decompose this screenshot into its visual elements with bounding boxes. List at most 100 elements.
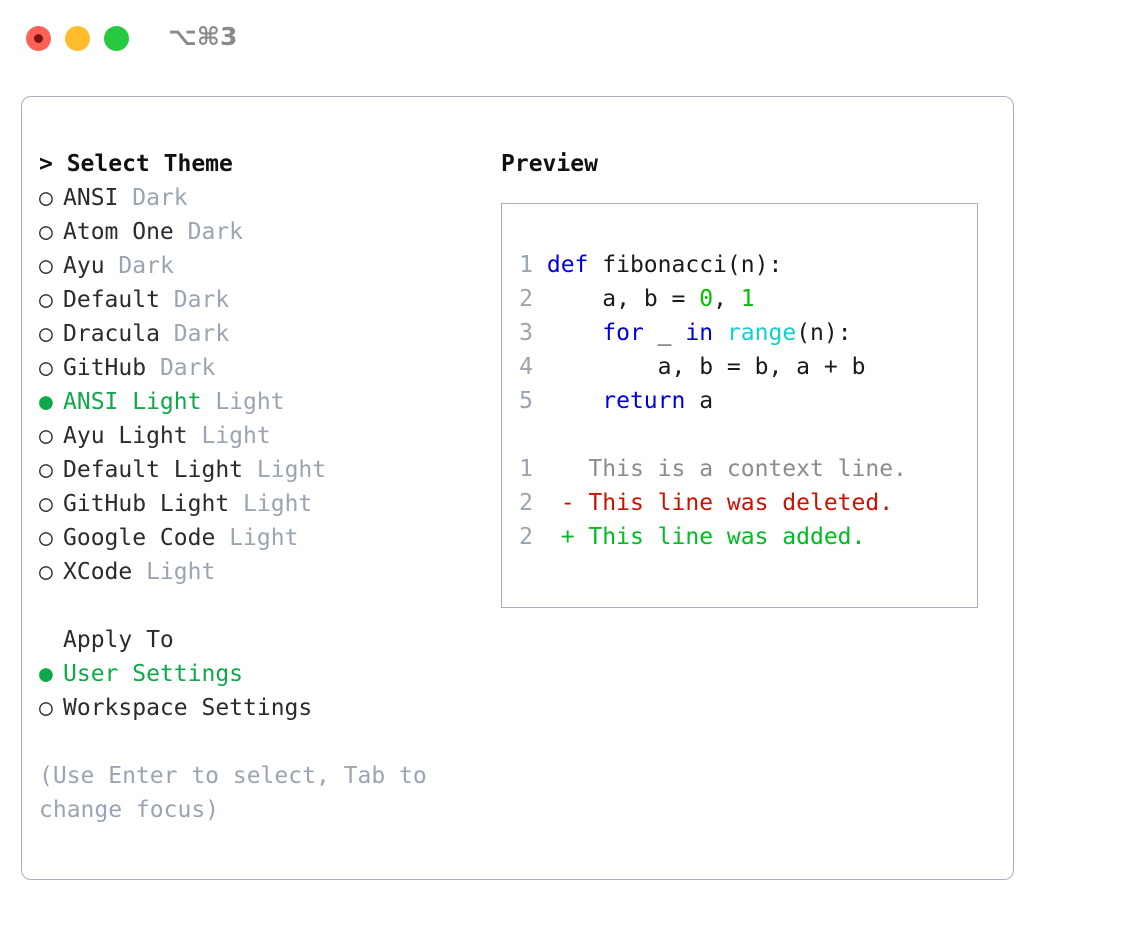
code-token: , (616, 286, 644, 312)
code-token: n (740, 252, 755, 278)
radio-unselected-icon: ○ (39, 423, 53, 449)
code-token (672, 320, 686, 346)
preview-column: Preview 1 def fibonacci(n):2 a, b = 0, 1… (501, 147, 996, 608)
keyboard-shortcut-label: ⌥⌘3 (168, 22, 238, 51)
code-token (713, 320, 727, 346)
theme-option-label: Google Code (63, 525, 216, 551)
code-line: 1 def fibonacci(n): (519, 248, 907, 282)
theme-option-label: XCode (63, 559, 133, 585)
radio-unselected-icon: ○ (39, 457, 53, 483)
theme-options-list: ○ANSI Dark○Atom One Dark○Ayu Dark○Defaul… (39, 181, 489, 589)
theme-option-google-code[interactable]: ○ Google Code Light (39, 521, 489, 555)
theme-option-variant: Dark (159, 355, 216, 381)
diff-line-added: 2 + This line was added. (519, 520, 907, 554)
spacer (39, 589, 489, 623)
code-token: , (768, 354, 797, 380)
code-token: for (602, 320, 644, 346)
theme-option-ansi-light[interactable]: ●ANSI Light Light (39, 385, 489, 419)
theme-option-variant: Light (229, 525, 299, 551)
radio-unselected-icon: ○ (39, 559, 53, 585)
theme-option-variant: Light (146, 559, 216, 585)
theme-option-variant: Light (201, 423, 271, 449)
radio-unselected-icon: ○ (39, 355, 53, 381)
theme-picker-card: > Select Theme ○ANSI Dark○Atom One Dark○… (21, 96, 1014, 880)
theme-list-column: > Select Theme ○ANSI Dark○Atom One Dark○… (39, 147, 489, 827)
line-number: 5 (519, 388, 533, 414)
theme-option-github-light[interactable]: ○GitHub Light Light (39, 487, 489, 521)
diff-text: This line was added. (588, 524, 866, 550)
maximize-button[interactable] (104, 26, 129, 51)
line-number: 3 (519, 320, 533, 346)
code-token: a (796, 354, 811, 380)
code-token: ): (754, 252, 783, 278)
theme-option-github[interactable]: ○ GitHub Dark (39, 351, 489, 385)
apply-to-option-workspace-settings[interactable]: ○ Workspace Settings (39, 691, 489, 725)
radio-unselected-icon: ○ (39, 321, 53, 347)
theme-option-ayu[interactable]: ○ Ayu Dark (39, 249, 489, 283)
theme-option-ayu-light[interactable]: ○Ayu Light Light (39, 419, 489, 453)
radio-unselected-icon: ○ (39, 525, 53, 551)
code-token (547, 354, 658, 380)
code-token: b (754, 354, 769, 380)
theme-option-label: ANSI (63, 185, 119, 211)
code-token: b (643, 286, 658, 312)
code-token: return (602, 388, 686, 414)
theme-option-default-light[interactable]: ○Default Light Light (39, 453, 489, 487)
code-token (547, 388, 602, 414)
code-token: , (713, 286, 741, 312)
diff-marker: + (560, 524, 575, 550)
theme-option-label: Default Light (63, 457, 244, 483)
line-number: 1 (519, 456, 533, 482)
apply-to-option-user-settings[interactable]: ●User Settings (39, 657, 489, 691)
apply-to-option-label: User Settings (63, 661, 244, 687)
theme-option-label: GitHub (63, 355, 147, 381)
code-token: , (671, 354, 700, 380)
theme-option-label: Dracula (63, 321, 160, 347)
page-title: > Select Theme (39, 151, 233, 177)
theme-option-label: Ayu (63, 253, 105, 279)
close-button[interactable] (26, 26, 51, 51)
code-token: range (726, 320, 797, 346)
theme-option-label: GitHub Light (63, 491, 230, 517)
code-token: = (657, 286, 700, 312)
code-line: 3 for _ in range(n): (519, 316, 907, 350)
preview-title: Preview (501, 151, 598, 177)
code-token: def (546, 252, 589, 278)
radio-unselected-icon: ○ (39, 253, 53, 279)
radio-unselected-icon: ○ (39, 695, 53, 721)
theme-option-default[interactable]: ○Default Dark (39, 283, 489, 317)
diff-text: This is a context line. (588, 456, 907, 482)
diff-line-deleted: 2 - This line was deleted. (519, 486, 907, 520)
code-token: ( (796, 320, 811, 346)
radio-unselected-icon: ○ (39, 185, 53, 211)
line-number: 1 (519, 252, 533, 278)
theme-option-label: Atom One (63, 219, 174, 245)
code-token (685, 388, 699, 414)
theme-option-variant: Dark (118, 253, 174, 279)
code-token: _ (657, 320, 672, 346)
theme-option-variant: Dark (173, 287, 230, 313)
apply-to-label: Apply To (63, 627, 174, 653)
theme-option-variant: Light (243, 491, 313, 517)
code-blank-line (519, 418, 907, 452)
diff-marker: - (560, 490, 575, 516)
theme-option-ansi[interactable]: ○ ANSI Dark (39, 181, 489, 215)
code-token (547, 286, 602, 312)
code-token: in (685, 320, 714, 346)
theme-option-variant: Dark (187, 219, 244, 245)
code-line: 4 a, b = b, a + b (519, 350, 907, 384)
apply-to-options-list: ●User Settings ○ Workspace Settings (39, 657, 489, 725)
keyboard-hint-text: (Use Enter to select, Tab to change focu… (39, 763, 441, 823)
theme-option-variant: Dark (132, 185, 188, 211)
theme-option-atom-one[interactable]: ○Atom One Dark (39, 215, 489, 249)
theme-option-xcode[interactable]: ○ XCode Light (39, 555, 489, 589)
theme-option-dracula[interactable]: ○Dracula Dark (39, 317, 489, 351)
radio-selected-icon: ● (39, 389, 53, 415)
code-line: 2 a, b = 0, 1 (519, 282, 907, 316)
code-token: a (602, 286, 617, 312)
apply-to-option-label: Workspace Settings (63, 695, 313, 721)
minimize-button[interactable] (65, 26, 90, 51)
code-token: 0 (699, 286, 714, 312)
